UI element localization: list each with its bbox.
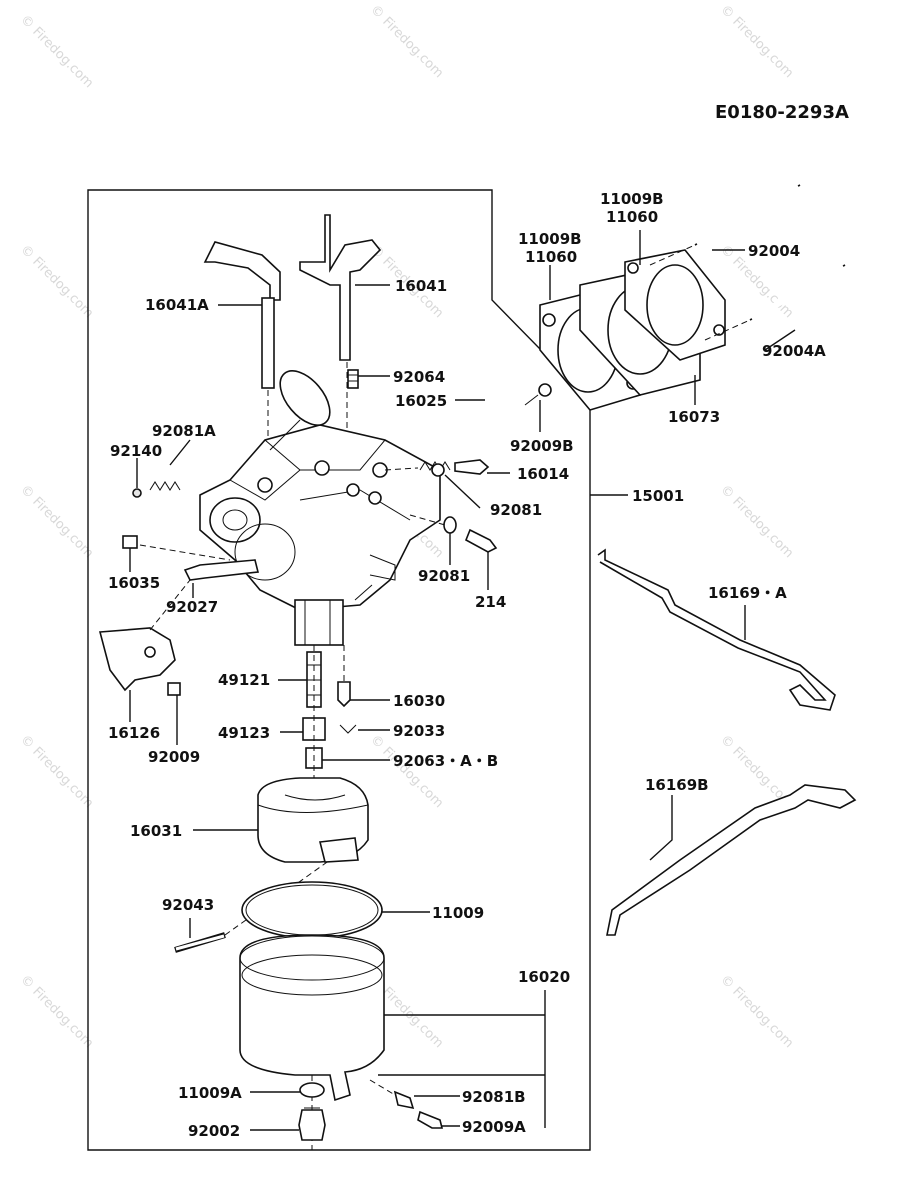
part-label: 15001	[632, 487, 684, 505]
diagram-code: E0180-2293A	[715, 102, 849, 123]
part-label: 92043	[162, 896, 214, 914]
throttle-shaft-16041a	[203, 241, 281, 470]
rod-16169a	[597, 548, 836, 711]
part-label: 92081	[490, 501, 542, 519]
watermark: © Firedog.com	[367, 2, 446, 81]
washer-11009a	[299, 1082, 325, 1098]
part-label: 92033	[393, 722, 445, 740]
part-label: 92027	[166, 598, 218, 616]
screw-92009a	[417, 1110, 444, 1129]
watermark: © Firedog.com	[17, 482, 96, 561]
part-label: 92009B	[510, 437, 574, 455]
screw-92009	[167, 682, 181, 696]
part-label: 16073	[668, 408, 720, 426]
part-label: 49121	[218, 671, 270, 689]
clip-92033	[339, 724, 357, 734]
link-92027	[183, 559, 259, 581]
part-label: 16041	[395, 277, 447, 295]
part-label: 16169B	[645, 776, 709, 794]
watermark: © Firedog.com	[717, 972, 796, 1051]
bracket-16126	[98, 579, 191, 692]
part-label: 11009B	[518, 230, 582, 248]
part-label: 11009	[432, 904, 484, 922]
part-label: 92064	[393, 368, 445, 386]
watermark: © Firedog.com	[717, 482, 796, 561]
carburetor-body-15001	[199, 424, 441, 646]
part-label: 11009A	[178, 1084, 242, 1102]
choke-shaft-16041	[299, 214, 382, 430]
pilot-screw-16014	[384, 459, 490, 475]
stud-92004	[649, 183, 801, 266]
spring-92081b	[369, 1079, 415, 1110]
screw-16035	[122, 535, 231, 561]
stud-92004a	[704, 263, 846, 341]
part-label: 92081	[418, 567, 470, 585]
rod-16169b	[606, 784, 857, 936]
part-label: 92081B	[462, 1088, 526, 1106]
part-label: 16041A	[145, 296, 209, 314]
watermark: © Firedog.com	[17, 972, 96, 1051]
gasket-11009	[241, 881, 383, 939]
part-label: 16030	[393, 692, 445, 710]
part-label: 16169・A	[708, 584, 787, 602]
screw-92009b	[524, 383, 552, 406]
part-label: 16020	[518, 968, 570, 986]
choke-valve-16025	[269, 370, 331, 451]
spring-92081a	[149, 481, 181, 491]
part-label: 92009A	[462, 1118, 526, 1136]
gasket-group	[539, 183, 846, 411]
part-label: 16031	[130, 822, 182, 840]
part-label: 92063・A・B	[393, 752, 498, 770]
watermark: © Firedog.com	[17, 12, 96, 91]
part-label: 11060	[606, 208, 658, 226]
part-label: 92140	[110, 442, 162, 460]
part-label: 11060	[525, 248, 577, 266]
screw-92064	[347, 369, 359, 389]
float-bowl-16020	[239, 934, 385, 1150]
watermark: © Firedog.com	[17, 732, 96, 811]
part-label: 92009	[148, 748, 200, 766]
part-label: 16126	[108, 724, 160, 742]
part-label: 16025	[395, 392, 447, 410]
needle-16030	[337, 645, 351, 708]
leader-lines	[129, 230, 796, 1131]
part-label: 16014	[517, 465, 569, 483]
part-labels: 11009B 11060 11009B 11060 92004 92004A 1…	[108, 190, 826, 1140]
part-label: 214	[475, 593, 506, 611]
ball-92140	[132, 488, 142, 498]
part-label: 92004	[748, 242, 800, 260]
part-label: 49123	[218, 724, 270, 742]
float-16031	[257, 777, 369, 863]
part-label: 11009B	[600, 190, 664, 208]
watermark: © Firedog.com	[17, 242, 96, 321]
part-label: 92002	[188, 1122, 240, 1140]
bolt-92002	[298, 1107, 326, 1141]
part-label: 16035	[108, 574, 160, 592]
part-label: 92081A	[152, 422, 216, 440]
spring-92081	[431, 463, 445, 477]
part-label: 92004A	[762, 342, 826, 360]
watermark: © Firedog.com	[367, 732, 446, 811]
watermark: © Firedog.com	[717, 2, 796, 81]
